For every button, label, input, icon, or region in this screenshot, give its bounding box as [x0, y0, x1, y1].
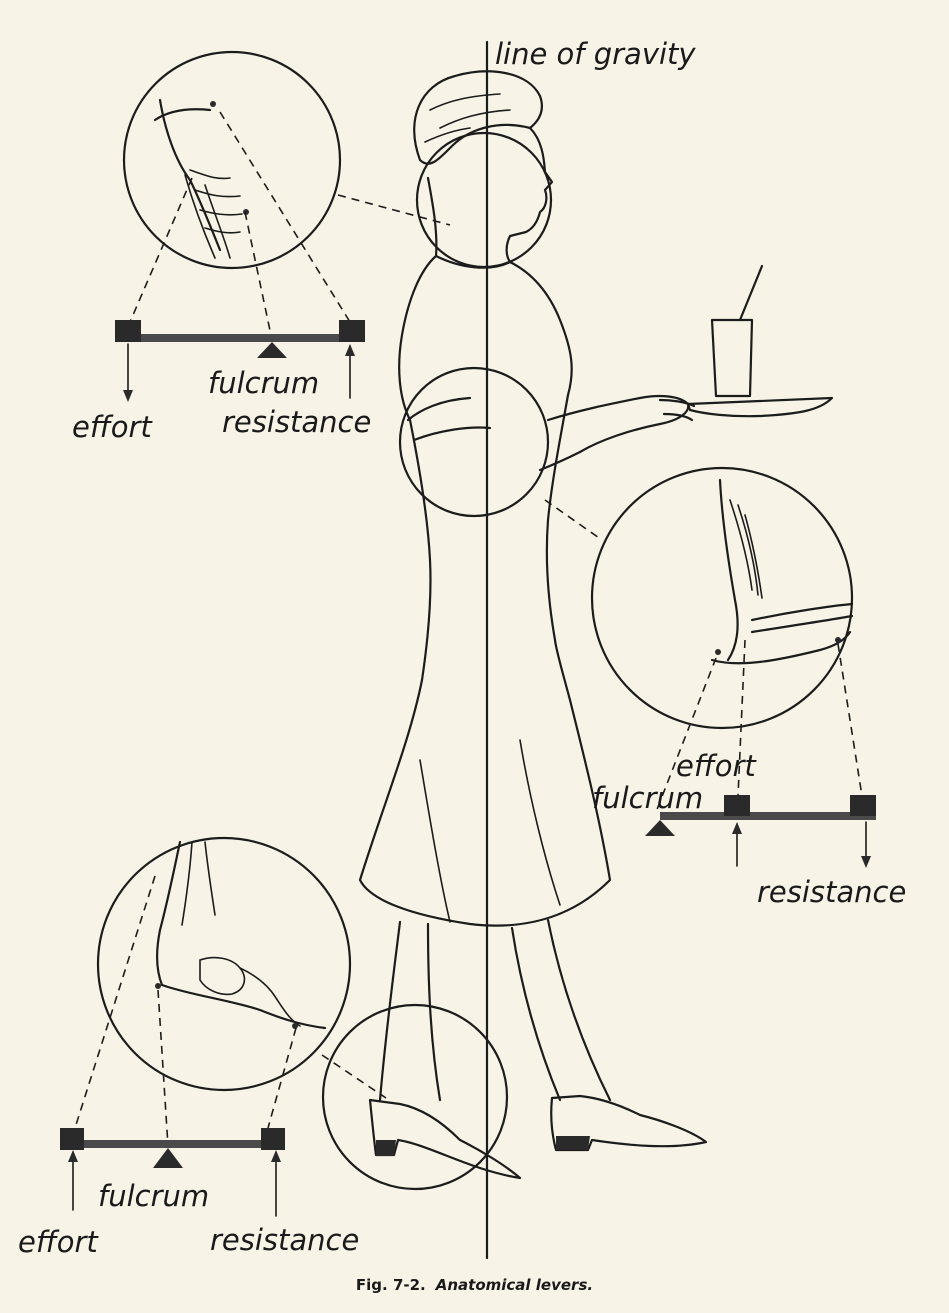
- tray: [686, 396, 834, 418]
- neck-detail-circle: [415, 131, 553, 269]
- foot-resistance-label: resistance: [210, 1223, 360, 1257]
- line-of-gravity-label: line of gravity: [495, 37, 696, 71]
- figure-number: Fig. 7-2.: [355, 1276, 426, 1294]
- hair: [413, 70, 544, 165]
- elbow-detail-circle: [398, 366, 550, 518]
- neck-resistance-label: resistance: [222, 405, 372, 439]
- face-profile: [505, 126, 554, 264]
- dress-skirt: [358, 638, 612, 927]
- elbow-resistance-label: resistance: [757, 875, 907, 909]
- neck-magnified: [122, 50, 342, 270]
- neck-effort-label: effort: [72, 410, 152, 444]
- front-shoe: [550, 1094, 708, 1152]
- glass: [710, 318, 754, 398]
- foot-lever: [60, 1128, 285, 1217]
- elbow-fulcrum-label: fulcrum: [592, 781, 704, 815]
- back-shoe: [368, 1098, 522, 1180]
- woman-figure: [358, 70, 834, 1180]
- foot-fulcrum-label: fulcrum: [98, 1179, 210, 1213]
- neck-lever: [115, 320, 365, 402]
- ankle-detail-circle: [321, 1003, 509, 1191]
- elbow-magnified: [590, 466, 854, 730]
- neck-fulcrum-label: fulcrum: [208, 366, 320, 400]
- elbow-lever: [645, 795, 876, 868]
- foot-effort-label: effort: [18, 1225, 98, 1259]
- foot-magnified: [96, 836, 352, 1092]
- figure-caption-text: Anatomical levers.: [435, 1276, 594, 1294]
- front-leg: [510, 918, 612, 1102]
- elbow-effort-label: effort: [676, 749, 756, 783]
- back-leg: [378, 920, 442, 1102]
- dress-bodice: [398, 254, 573, 422]
- figure-caption: Fig. 7-2. Anatomical levers.: [0, 1276, 949, 1294]
